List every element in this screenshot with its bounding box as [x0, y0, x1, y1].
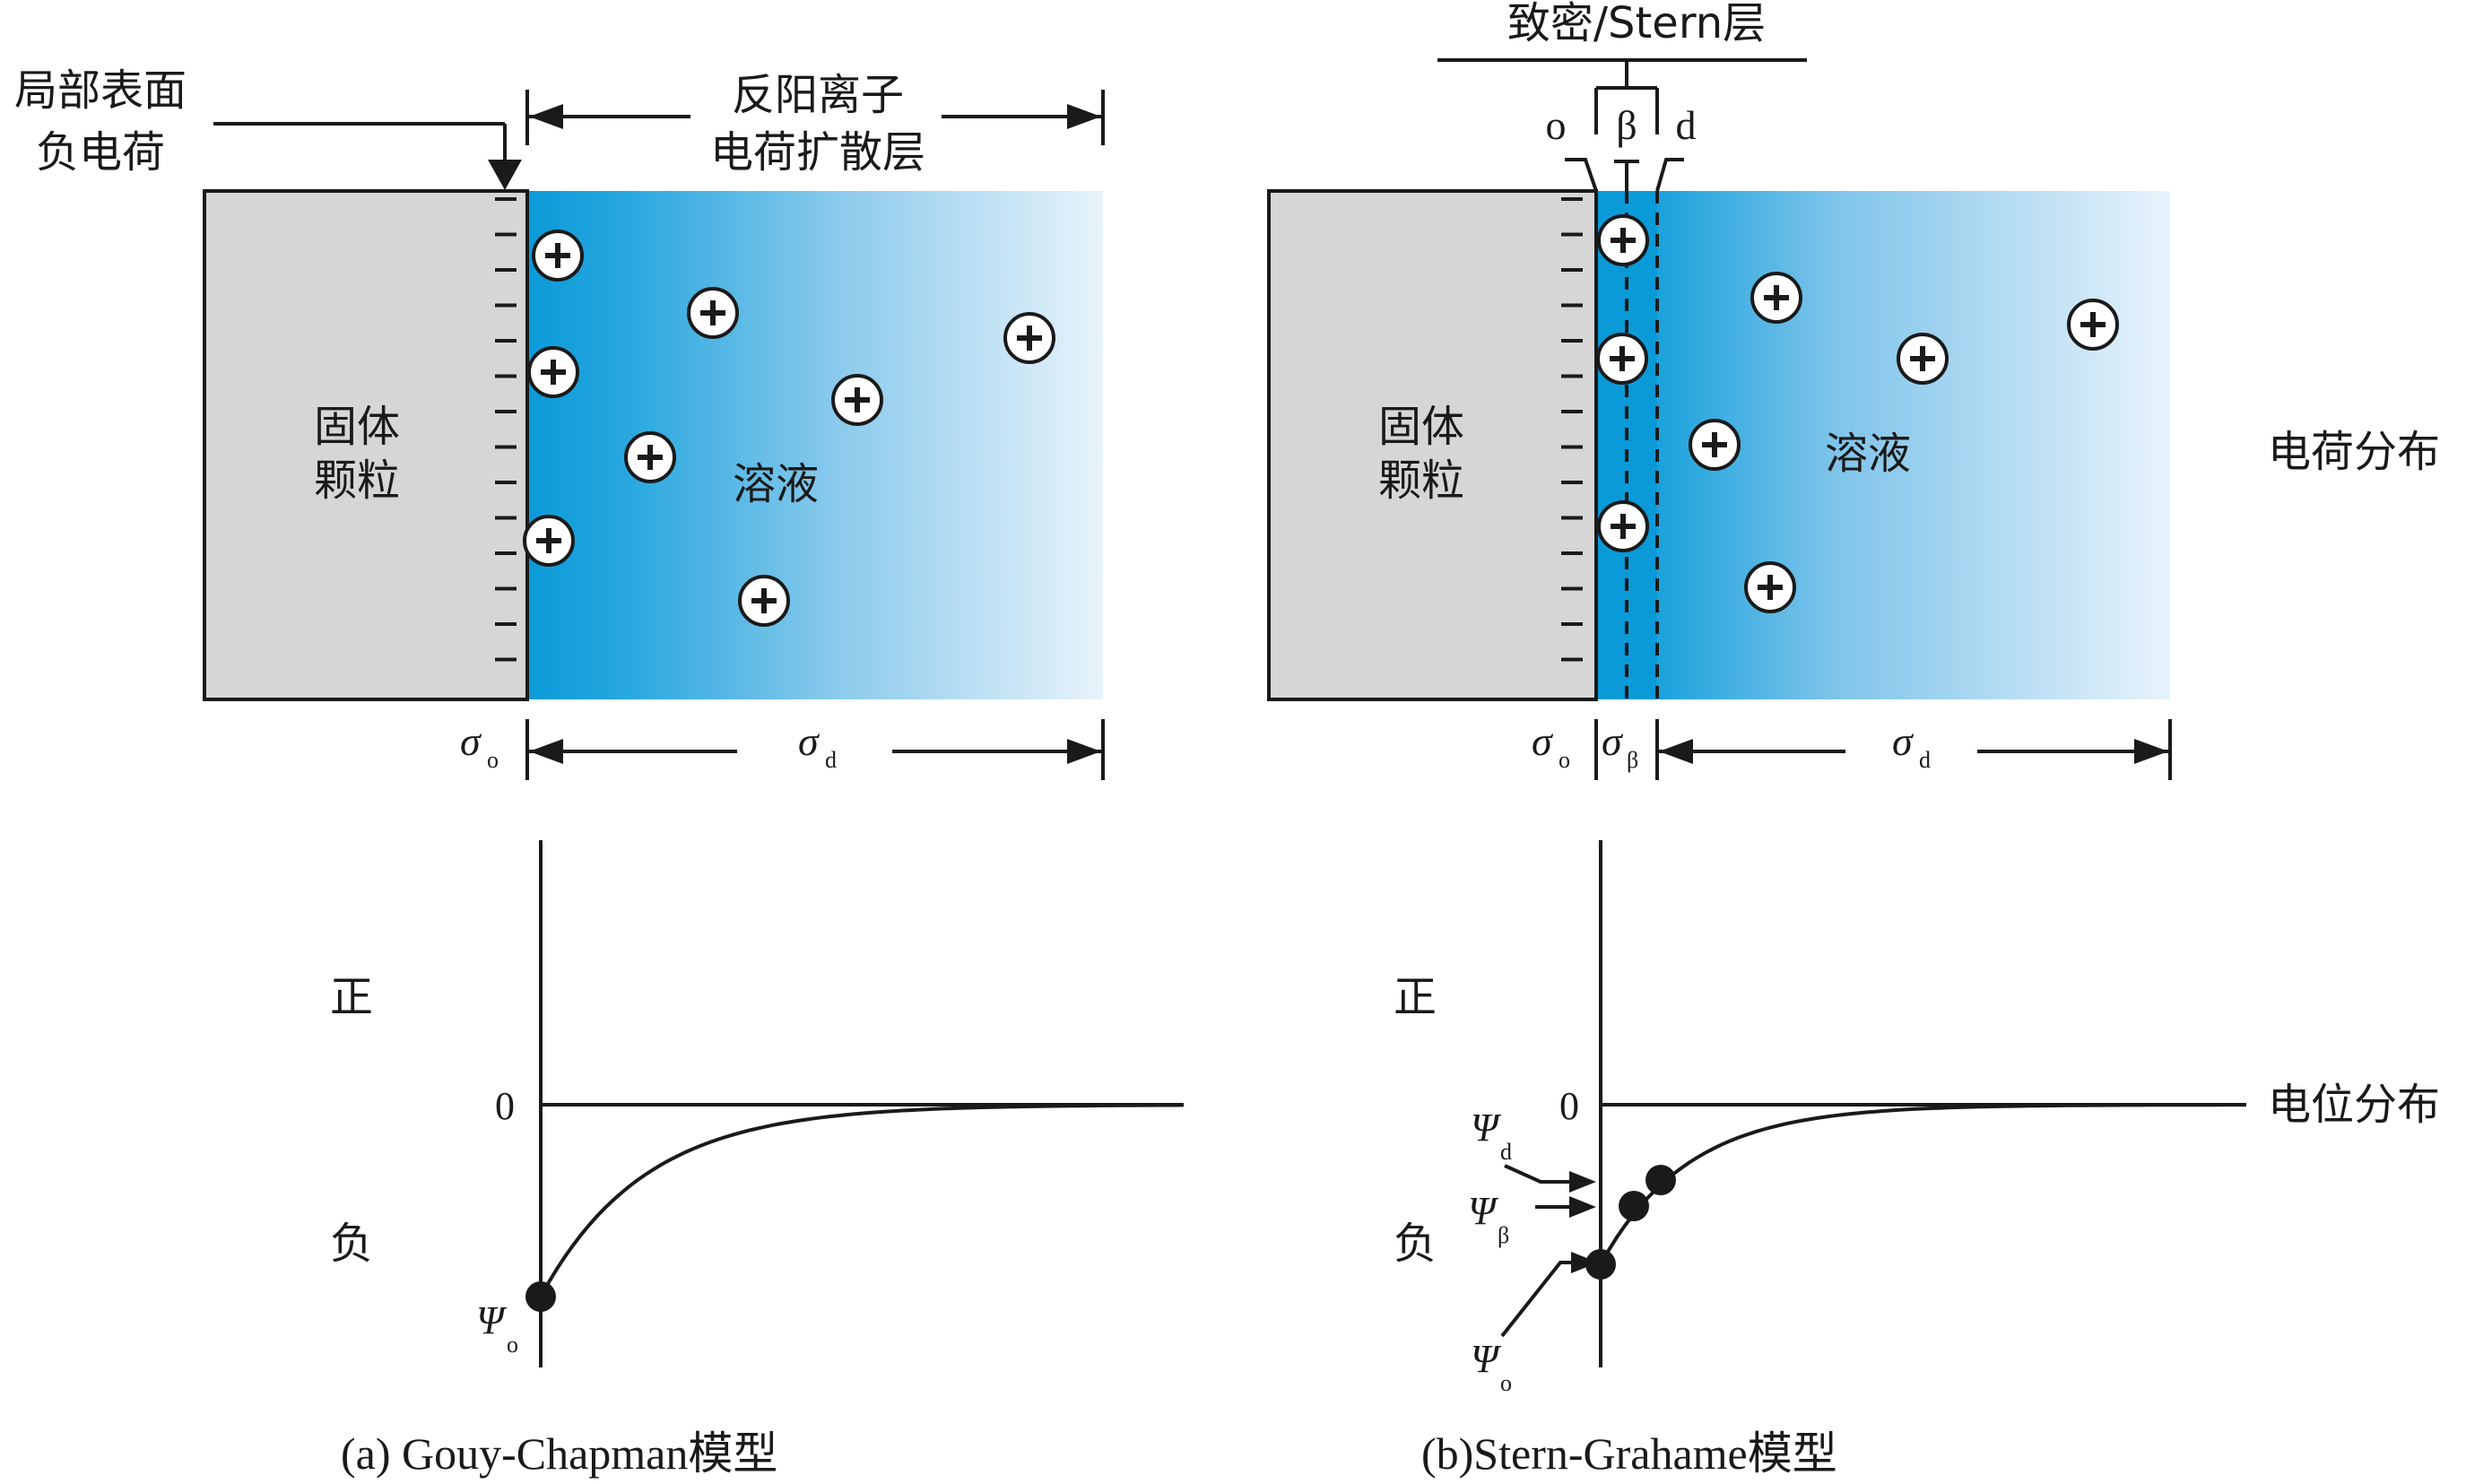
plane-o-label: o [1546, 102, 1567, 148]
surface-charges-a [495, 197, 517, 662]
psi-d-pointer [1504, 1164, 1596, 1193]
surface-charge-arrow [213, 122, 522, 190]
counter-ion [687, 287, 739, 339]
svg-text:β: β [1627, 747, 1638, 773]
counter-ion [532, 230, 584, 282]
counter-ion [1750, 272, 1802, 324]
psi-o-pointer [1500, 1252, 1598, 1338]
counter-ion [1689, 419, 1741, 471]
positive-label-b: 正 [1394, 972, 1437, 1022]
sigma-d-dimension-a [525, 719, 1105, 780]
svg-text:σ: σ [1602, 718, 1624, 764]
solid-label-a-2: 颗粒 [314, 456, 400, 506]
svg-text:Ψ: Ψ [1471, 1337, 1502, 1381]
potential-distribution-label: 电位分布 [2268, 1080, 2440, 1130]
svg-text:o: o [487, 747, 499, 773]
positive-label-a: 正 [330, 972, 373, 1022]
psi-d-point [1645, 1165, 1676, 1195]
solution-region-a [527, 191, 1103, 699]
potential-curve-a [539, 1103, 1185, 1297]
sigma-d-label-b: σ d [1892, 718, 1931, 773]
counter-ion [523, 515, 575, 567]
counter-ion [527, 346, 579, 398]
stern-layer-label: 致密/Stern层 [1507, 0, 1766, 48]
solid-label-a-1: 固体 [314, 402, 400, 452]
svg-text:σ: σ [1892, 718, 1915, 764]
sigma-beta-label-b: σ β [1602, 718, 1638, 773]
counter-ion [624, 431, 676, 483]
svg-text:o: o [1559, 747, 1570, 773]
svg-text:d: d [825, 747, 837, 773]
psi-d-label: Ψ d [1471, 1106, 1512, 1165]
counter-ion [1597, 214, 1649, 266]
panel-b-potential-plot: 正 0 负 Ψ d Ψ β Ψ o [1394, 840, 2246, 1396]
stern-layer-b [1596, 191, 1657, 699]
psi-beta-point [1619, 1191, 1649, 1221]
svg-text:σ: σ [1532, 718, 1554, 764]
psi-o-label-a: Ψ o [476, 1298, 518, 1358]
negative-label-a: 负 [330, 1219, 373, 1269]
counter-ions-a [523, 230, 1055, 627]
diffuse-layer-label-2: 电荷扩散层 [710, 127, 925, 178]
caption-b: (b)Stern-Grahame模型 [1421, 1428, 1837, 1479]
svg-text:σ: σ [460, 718, 482, 764]
counter-ion [1003, 312, 1055, 364]
plane-d-label: d [1676, 102, 1697, 148]
psi-o-label-b: Ψ o [1471, 1337, 1512, 1396]
panel-a-potential-plot: 正 0 负 Ψ o [330, 840, 1185, 1367]
panel-b-charge-diagram: 固体 颗粒 溶液 致密/Stern层 o β d σ o σ β [1267, 0, 2172, 780]
plane-beta-label: β [1616, 102, 1637, 148]
surface-charges-b [1561, 197, 1583, 662]
psi-o-point-a [525, 1281, 556, 1312]
svg-text:d: d [1919, 747, 1931, 773]
psi-o-point-b [1585, 1249, 1616, 1280]
svg-text:Ψ: Ψ [476, 1298, 508, 1342]
diffuse-layer-dimension [525, 90, 1105, 145]
zero-label-b: 0 [1559, 1084, 1579, 1128]
svg-text:d: d [1500, 1139, 1512, 1165]
counter-ion [1897, 333, 1949, 385]
sigma-o-label-a: σ o [460, 718, 499, 773]
counter-ion [1744, 561, 1796, 613]
svg-text:o: o [1500, 1370, 1512, 1396]
sigma-d-dimension-b [1655, 719, 2172, 780]
negative-label-b: 负 [1394, 1219, 1437, 1269]
counter-ion [831, 374, 883, 426]
solution-label-a: 溶液 [733, 459, 819, 509]
counter-ion [738, 575, 790, 627]
stern-layer-bracket [1437, 58, 1807, 192]
solid-label-b-2: 颗粒 [1378, 456, 1464, 506]
solid-particle-a [203, 189, 529, 701]
caption-a: (a) Gouy-Chapman模型 [341, 1428, 777, 1479]
sigma-d-label-a: σ d [798, 718, 837, 773]
counter-ion [1597, 500, 1649, 552]
panel-a-charge-diagram: 固体 颗粒 溶液 局部表面 负电荷 反阳离子 电荷扩散层 σ o [14, 65, 1105, 780]
surface-charge-label-1: 局部表面 [14, 65, 187, 116]
counter-ion [2067, 299, 2119, 351]
svg-text:o: o [507, 1332, 518, 1358]
sigma-o-label-b: σ o [1532, 718, 1570, 773]
surface-charge-label-2: 负电荷 [36, 127, 165, 178]
svg-text:β: β [1498, 1222, 1509, 1248]
counter-ions-b [1596, 214, 2119, 613]
charge-distribution-label: 电荷分布 [2268, 427, 2440, 477]
solid-label-b-1: 固体 [1378, 402, 1464, 452]
solution-label-b: 溶液 [1825, 429, 1911, 479]
psi-beta-pointer [1535, 1196, 1596, 1218]
diffuse-layer-label-1: 反阳离子 [732, 70, 904, 120]
zero-label-a: 0 [495, 1084, 515, 1128]
counter-ion [1596, 333, 1648, 385]
psi-beta-label: Ψ β [1468, 1189, 1509, 1248]
potential-curve-b [1599, 1103, 2246, 1265]
svg-text:Ψ: Ψ [1471, 1106, 1502, 1150]
svg-text:σ: σ [798, 718, 821, 764]
solution-region-b [1657, 191, 2170, 699]
svg-text:Ψ: Ψ [1468, 1189, 1499, 1233]
